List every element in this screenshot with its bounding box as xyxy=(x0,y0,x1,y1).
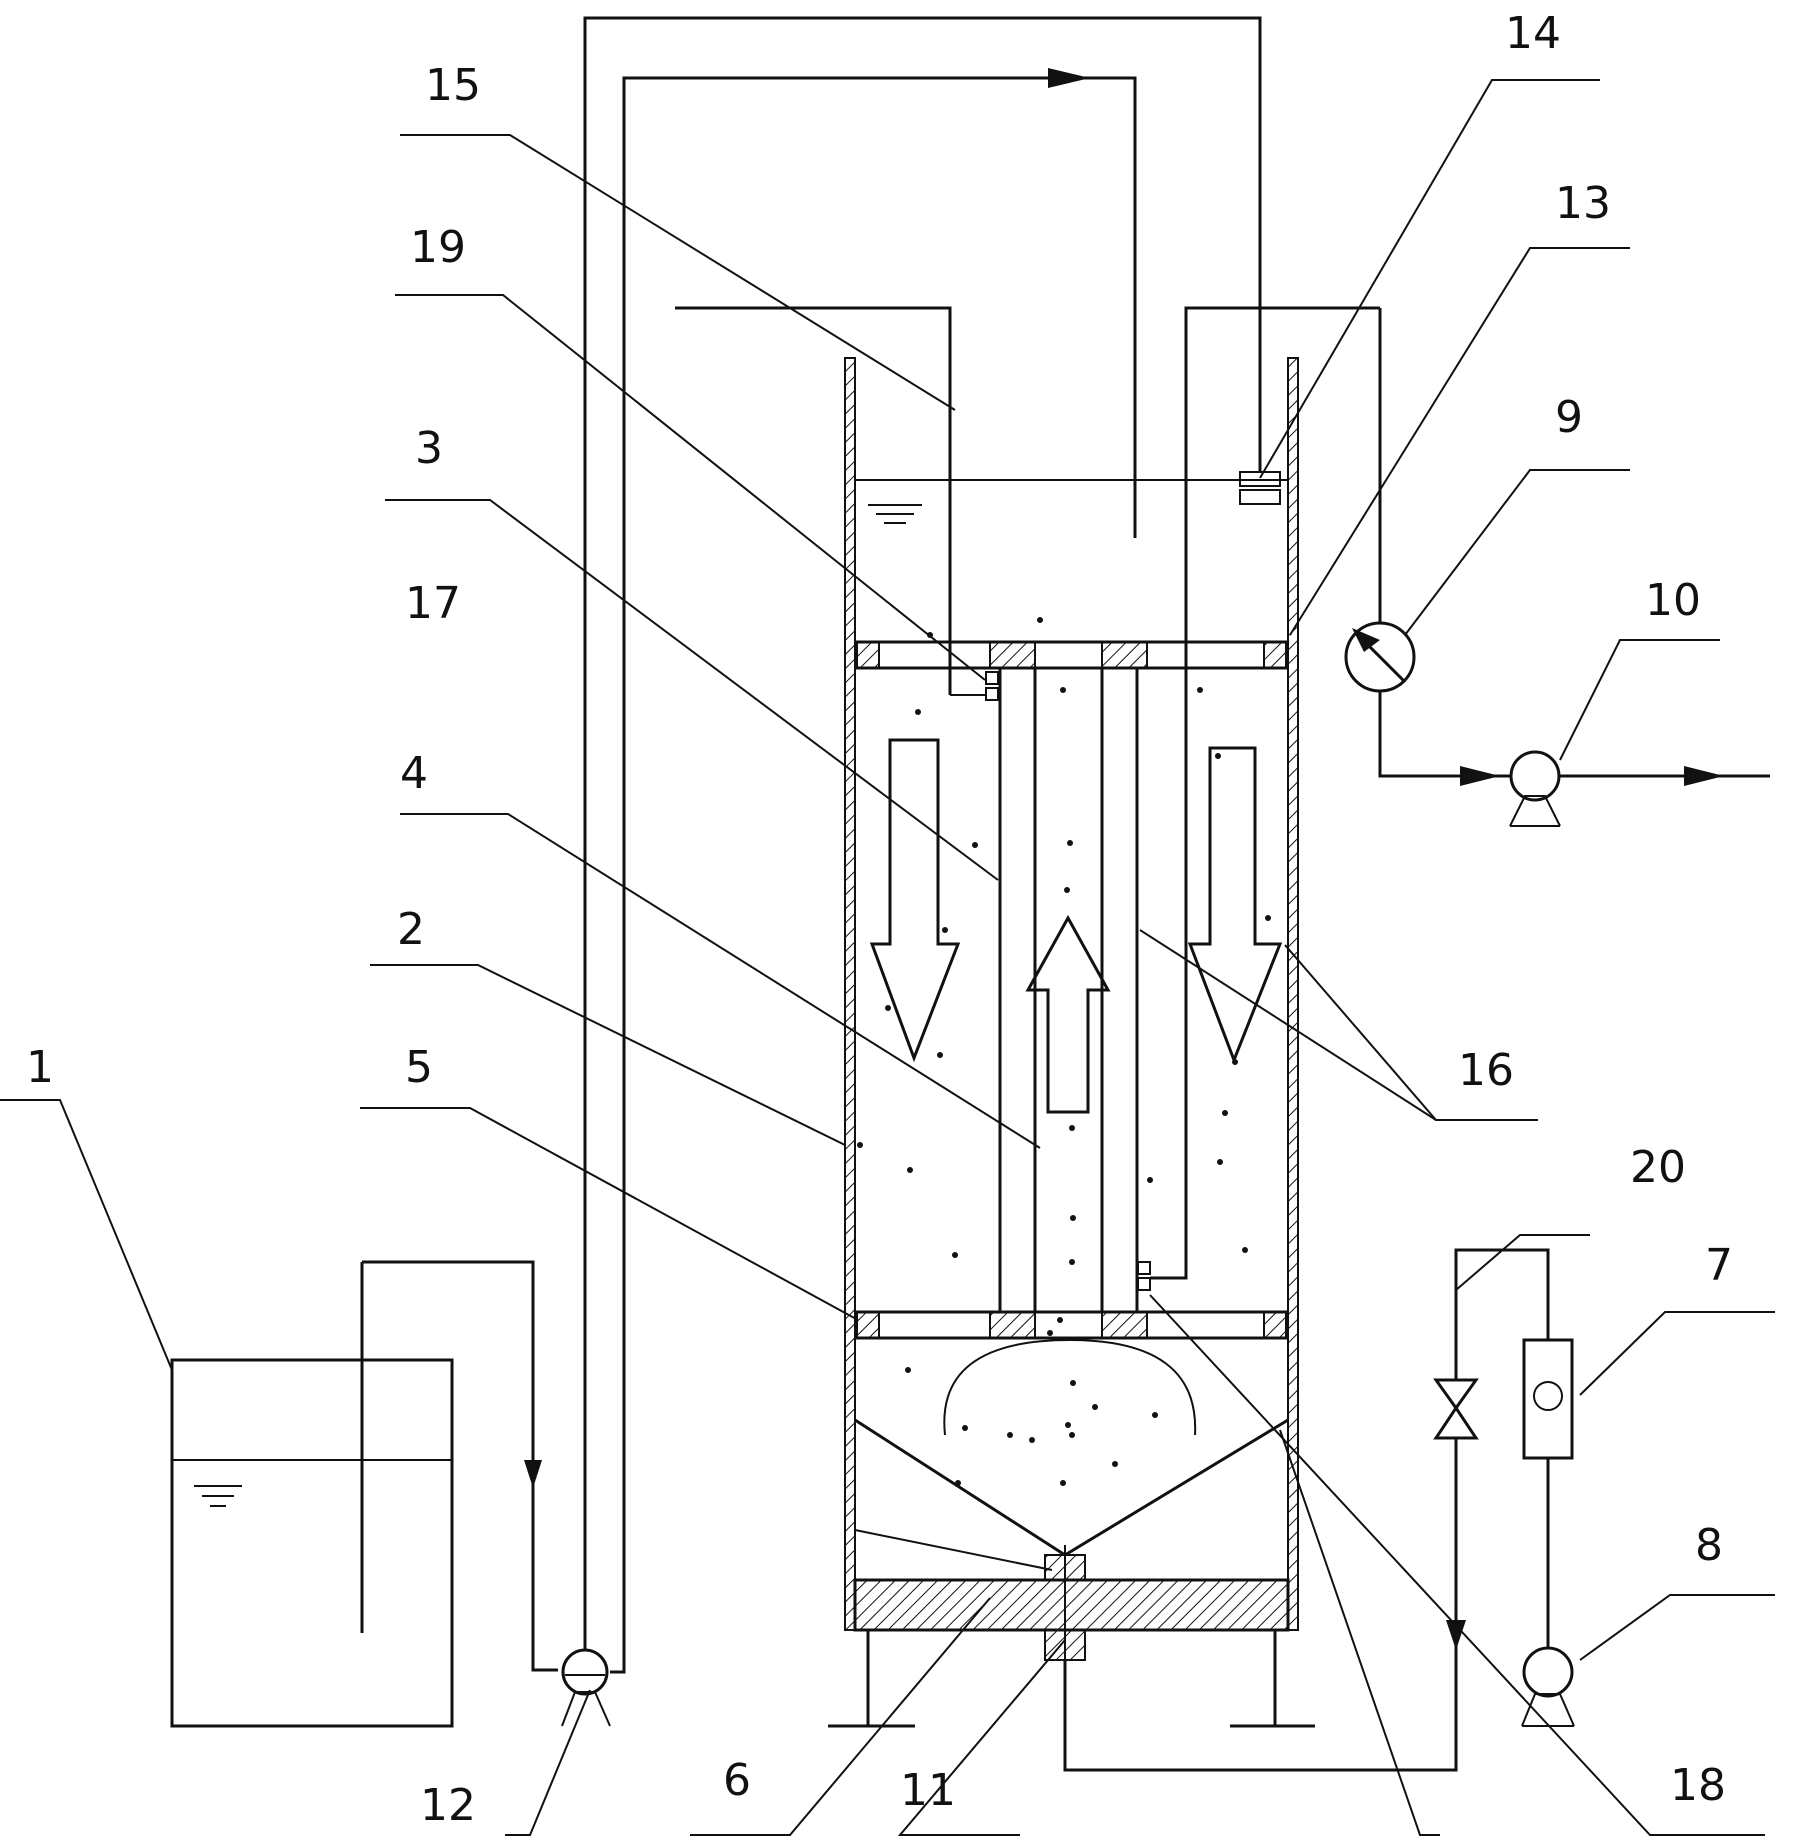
recycle-pipe-outer xyxy=(583,16,1262,1650)
label-19: 19 xyxy=(410,222,466,273)
label-1: 1 xyxy=(26,1042,54,1093)
label-12: 12 xyxy=(420,1780,476,1831)
water-level-icon xyxy=(194,1485,242,1507)
label-16: 16 xyxy=(1458,1045,1514,1096)
pressure-gauge xyxy=(1344,621,1416,693)
flow-arrow-icon xyxy=(1684,766,1724,786)
pump-10 xyxy=(1509,750,1561,827)
label-14: 14 xyxy=(1505,8,1561,59)
up-arrow-center-icon xyxy=(1025,914,1111,1114)
outlet-pipe xyxy=(1378,308,1770,786)
label-15: 15 xyxy=(425,60,481,111)
feed-pipe-inner xyxy=(610,68,1137,1674)
feed-tank xyxy=(170,1262,454,1728)
label-18: 18 xyxy=(1670,1760,1726,1811)
label-8: 8 xyxy=(1695,1520,1723,1571)
label-4: 4 xyxy=(400,748,428,799)
collector-right xyxy=(1137,306,1380,1291)
label-2: 2 xyxy=(397,904,425,955)
down-arrow-right-icon xyxy=(1187,746,1283,1065)
overflow-weir xyxy=(1239,471,1281,505)
flow-arrow-icon xyxy=(1460,766,1500,786)
callout-labels: 1 2 3 4 5 6 7 8 9 10 11 12 13 14 15 16 1… xyxy=(26,8,1733,1831)
flow-arrows xyxy=(869,738,1283,1114)
flow-arrow-icon xyxy=(1446,1620,1466,1650)
leader-lines xyxy=(0,79,1775,1836)
label-13: 13 xyxy=(1555,178,1611,229)
label-11: 11 xyxy=(900,1765,956,1816)
pump-12 xyxy=(561,1648,611,1727)
label-9: 9 xyxy=(1555,392,1583,443)
label-7: 7 xyxy=(1705,1240,1733,1291)
feed-pipe xyxy=(362,1260,558,1672)
valve xyxy=(1433,1378,1479,1440)
label-10: 10 xyxy=(1645,575,1701,626)
particles xyxy=(857,617,1271,1486)
label-3: 3 xyxy=(415,423,443,474)
flowmeter xyxy=(1522,1338,1574,1460)
label-6: 6 xyxy=(723,1755,751,1806)
water-level-icon xyxy=(868,504,922,524)
label-20: 20 xyxy=(1630,1142,1686,1193)
down-arrow-left-icon xyxy=(869,738,961,1063)
label-5: 5 xyxy=(405,1042,433,1093)
label-17: 17 xyxy=(405,578,461,629)
flow-arrow-icon xyxy=(524,1460,542,1488)
pump-8 xyxy=(1521,1646,1575,1727)
flow-arrow-icon xyxy=(1048,68,1090,88)
collector-left xyxy=(675,306,999,701)
reactor-column xyxy=(828,357,1315,1728)
